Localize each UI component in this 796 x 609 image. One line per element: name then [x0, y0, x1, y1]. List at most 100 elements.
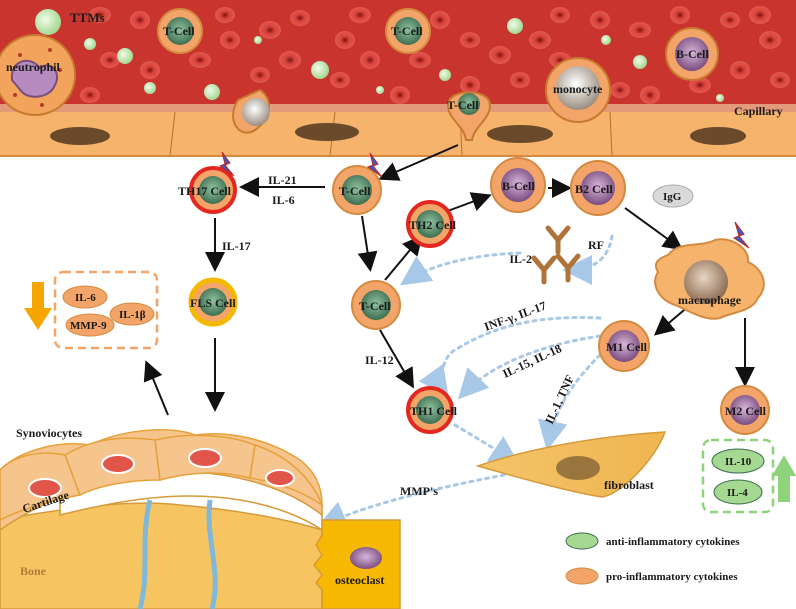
red-blood-cell [460, 76, 480, 94]
antibody-icons [531, 225, 581, 285]
red-blood-cell [489, 46, 511, 64]
b2-cell [570, 160, 626, 216]
red-blood-cell [529, 31, 551, 49]
vessel-tcell-1 [157, 8, 203, 54]
rf-label: RF [588, 238, 604, 252]
red-blood-cell [409, 52, 431, 68]
bcell [490, 157, 546, 213]
red-blood-cell [279, 51, 301, 69]
th1-label: TH1 Cell [410, 404, 458, 418]
red-blood-cell [749, 6, 771, 24]
mid-tcell-label: T-Cell [359, 299, 391, 313]
fibroblast-cell [475, 431, 667, 498]
red-blood-cell [215, 7, 235, 23]
cytokine-flow-arrows [316, 234, 614, 530]
red-blood-cell [610, 82, 630, 98]
fls-label: FLS Cell [190, 296, 236, 310]
red-blood-cell [330, 72, 350, 88]
m2-cell [720, 385, 770, 435]
red-blood-cell [550, 7, 570, 23]
red-blood-cell [89, 7, 111, 23]
migrating-monocyte [232, 88, 270, 134]
red-blood-cell [335, 31, 355, 49]
bone-label: Bone [20, 564, 47, 578]
vessel-monocyte [545, 57, 611, 123]
il15-il18-label: IL-15, IL-18 [500, 341, 563, 380]
legend-pro: pro-inflammatory cytokines [606, 571, 738, 583]
red-blood-cell [640, 86, 660, 104]
red-blood-cell [140, 61, 160, 79]
red-blood-cell [189, 52, 211, 68]
vessel-tcell-2 [385, 8, 431, 54]
th2-cell [406, 200, 454, 248]
synoviocytes-label: Synoviocytes [16, 426, 82, 440]
macrophage-label: macrophage [678, 293, 742, 307]
legend [565, 532, 599, 585]
box-il1b: IL-1β [119, 309, 146, 321]
red-blood-cell [689, 77, 711, 93]
mid-tcell [351, 280, 401, 330]
red-blood-cell [250, 67, 270, 83]
il1-tnf-label: IL-1, TNF [542, 373, 577, 426]
capillary-label: Capillary [734, 104, 783, 118]
vessel-tcell-1-label: T-Cell [163, 24, 195, 38]
m1-label: M1 Cell [606, 340, 648, 354]
bcell-label: B-Cell [502, 179, 535, 193]
red-blood-cell [770, 72, 790, 88]
decrease-arrow-icon [24, 282, 52, 330]
red-blood-cell [430, 11, 450, 29]
b2-label: B2 Cell [575, 182, 613, 196]
box-il6: IL-6 [75, 292, 96, 304]
anti-cytokine-box [701, 438, 775, 514]
inf-il17-label: INF-γ, IL-17 [482, 298, 548, 333]
red-blood-cell [590, 11, 610, 29]
ttm-particles [35, 9, 724, 102]
legend-anti: anti-inflammatory cytokines [606, 536, 740, 548]
il6-label: IL-6 [272, 193, 295, 207]
red-blood-cell [510, 72, 530, 88]
red-blood-cell [720, 12, 740, 28]
vessel-tcell-3-label: T-Cell [447, 98, 479, 112]
red-blood-cell [80, 87, 100, 103]
il12-label: IL-12 [365, 353, 394, 367]
m1-cell [598, 320, 650, 372]
red-blood-cell [360, 51, 380, 69]
red-blood-cell [390, 86, 410, 104]
mmps-label: MMP's [400, 484, 438, 498]
neutrophil-label: neutrophil [6, 60, 60, 74]
vessel-bcell-label: B-Cell [676, 47, 709, 61]
macrophage-cell [654, 221, 765, 320]
red-blood-cell [220, 31, 240, 49]
red-blood-cell [130, 11, 150, 29]
fls-cell [188, 277, 238, 327]
osteoclast-label: osteoclast [335, 573, 384, 587]
red-blood-cell [629, 22, 651, 38]
vessel-tcell-3 [446, 91, 492, 141]
il17-label: IL-17 [222, 239, 251, 253]
il21-label: IL-21 [268, 173, 297, 187]
red-blood-cell [290, 10, 310, 26]
red-blood-cell [670, 6, 690, 24]
red-blood-cell [100, 52, 120, 68]
ttms-label: TTMs [70, 10, 105, 25]
increase-arrow-icon [772, 455, 796, 502]
m2-label: M2 Cell [725, 404, 767, 418]
red-blood-cell [730, 61, 750, 79]
th17-cell [189, 151, 237, 214]
il2-label: IL-2 [509, 252, 532, 266]
igg-label: IgG [663, 191, 682, 203]
vessel-tcell-2-label: T-Cell [391, 24, 423, 38]
igg-molecule [652, 184, 694, 208]
th2-label: TH2 Cell [409, 218, 457, 232]
joint-structure [0, 429, 401, 609]
red-blood-cell [759, 31, 781, 49]
red-blood-cell [259, 21, 281, 39]
box-il4: IL-4 [727, 487, 748, 499]
red-blood-cells [80, 6, 790, 104]
th1-cell [406, 386, 454, 434]
red-blood-cell [460, 32, 480, 48]
vessel-bcell [665, 27, 719, 81]
main-tcell [332, 152, 383, 215]
